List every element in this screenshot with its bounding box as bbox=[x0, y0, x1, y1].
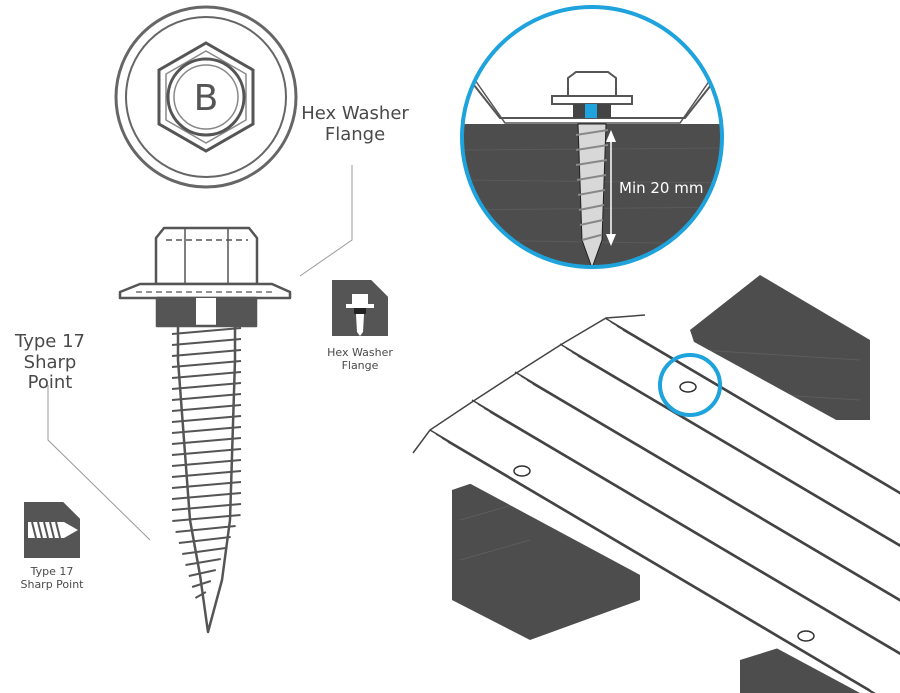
screw-side-view bbox=[118, 226, 292, 634]
hex-washer-leader-line bbox=[299, 165, 353, 277]
min-depth-label: Min 20 mm bbox=[619, 179, 703, 197]
hex-washer-flange-icon-label: Hex Washer Flange bbox=[327, 346, 393, 372]
screw-threads bbox=[171, 327, 242, 599]
type17-leader-line bbox=[47, 385, 151, 541]
hex-washer-flange-icon bbox=[332, 280, 388, 336]
roof-assembly bbox=[412, 275, 900, 693]
head-badge-letter: B bbox=[194, 78, 219, 119]
hex-washer-flange-label: Hex Washer Flange bbox=[301, 103, 409, 145]
type17-sharp-point-icon bbox=[24, 502, 80, 558]
type17-sharp-point-icon-label: Type 17 Sharp Point bbox=[20, 565, 84, 591]
type17-sharp-point-label: Type 17 Sharp Point bbox=[15, 331, 85, 394]
screw-head-top-view bbox=[114, 5, 298, 189]
depth-detail bbox=[462, 7, 722, 267]
